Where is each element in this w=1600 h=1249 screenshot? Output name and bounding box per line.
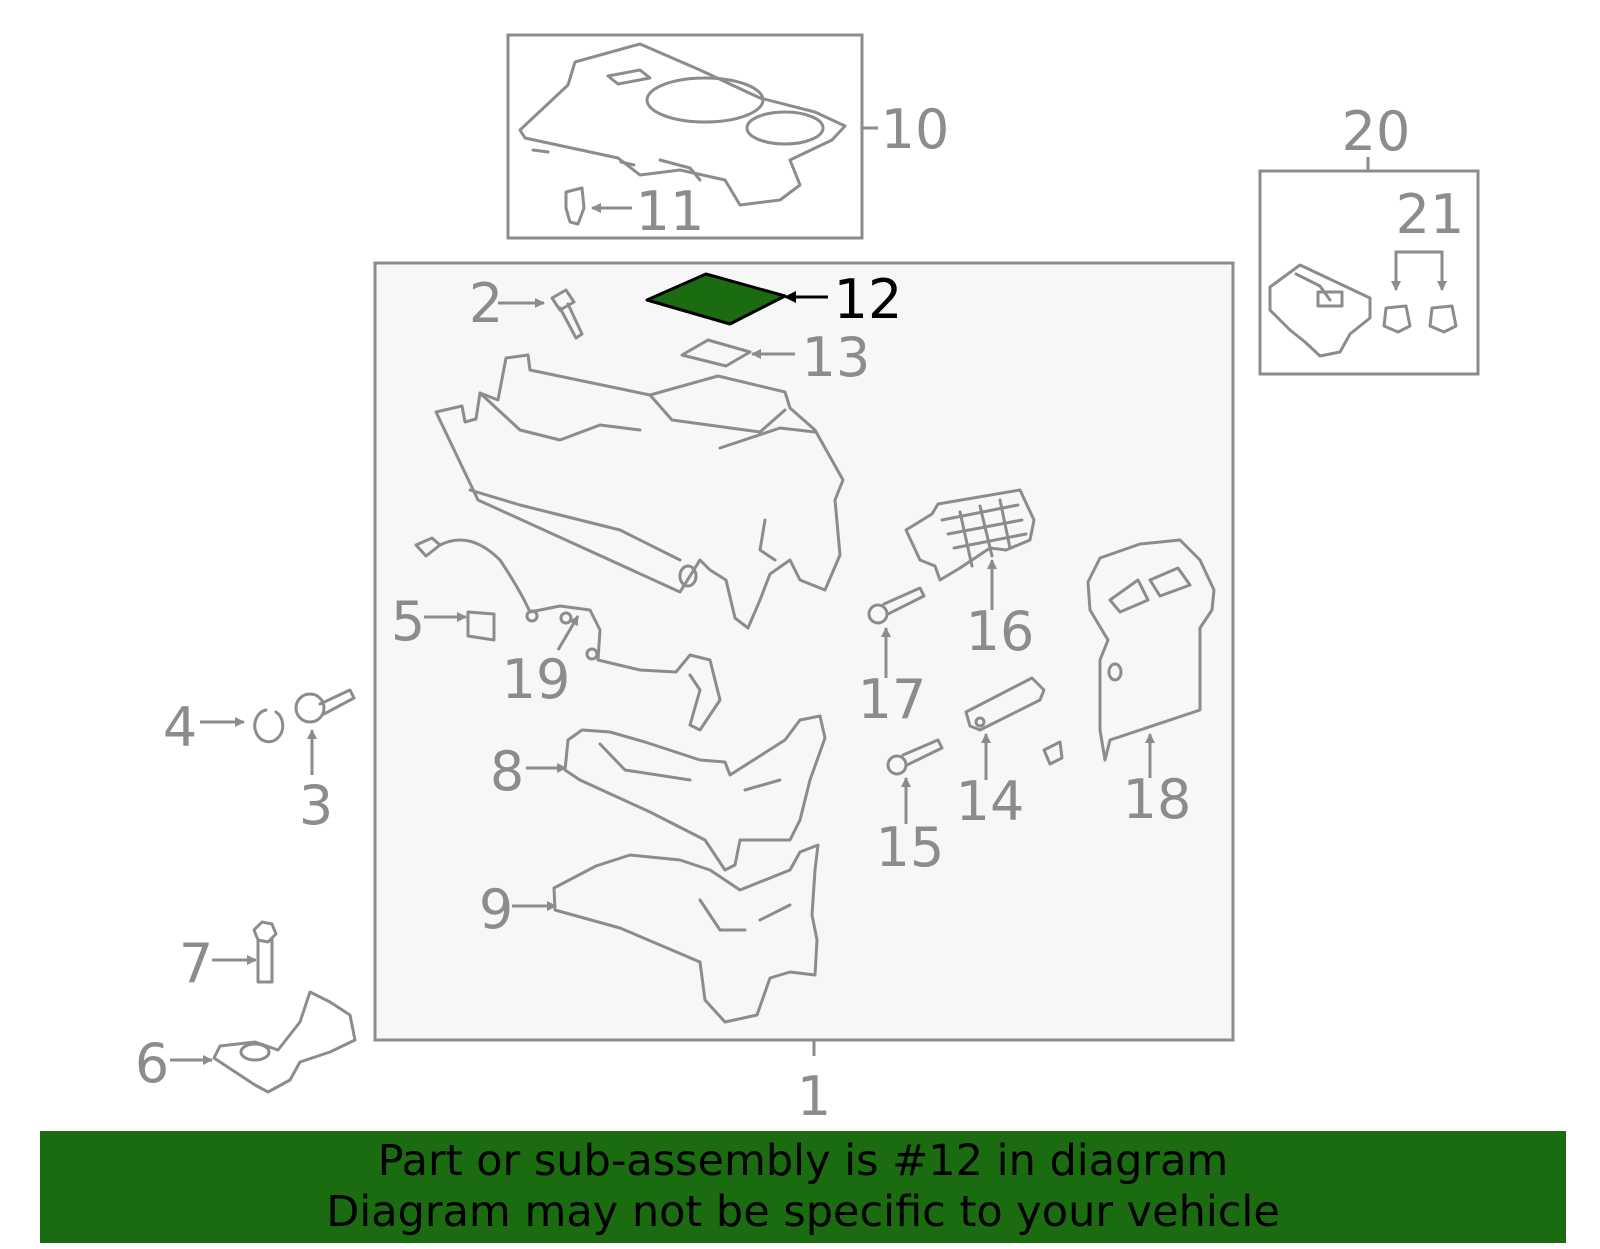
callout-9: 9 [479,878,513,941]
screw-part-17 [867,586,926,625]
callout-4: 4 [163,696,197,759]
part-13 [680,338,752,368]
callout-8: 8 [490,740,524,803]
clip-part-3 [294,688,356,724]
assembly-frame [373,261,1235,1042]
callout-1: 1 [797,1065,831,1128]
console-body [434,353,845,630]
ring-part-4 [253,708,285,744]
info-banner: Part or sub-assembly is #12 in diagram D… [40,1131,1566,1243]
rear-panel-part-18 [1086,538,1216,762]
callout-17: 17 [858,668,927,731]
callout-2: 2 [469,272,503,335]
switch-part-14 [964,676,1064,766]
callout-7: 7 [179,932,213,995]
callout-16: 16 [966,600,1035,663]
bolt-part-7 [252,920,278,984]
callout-20: 20 [1342,100,1411,163]
callout-19: 19 [502,648,571,711]
callout-14: 14 [956,770,1025,833]
clip-part-11 [564,186,586,226]
banner-line-1: Part or sub-assembly is #12 in diagram [377,1136,1229,1186]
banner-line-2: Diagram may not be specific to your vehi… [326,1187,1280,1237]
callout-12: 12 [834,268,903,331]
part-5 [466,610,496,642]
cupholder-part [518,42,847,207]
callout-11: 11 [636,180,705,243]
callout-18: 18 [1123,768,1192,831]
wiring-part-19 [414,536,722,732]
callout-10: 10 [881,98,950,161]
cupholder-frame [506,33,864,240]
callout-5: 5 [391,590,425,653]
tray-part-8 [563,714,827,872]
callout-3: 3 [299,774,333,837]
callout-21: 21 [1396,183,1465,246]
screw-part-2 [550,288,584,340]
clip-part-21 [1382,304,1458,334]
screw-part-15 [886,738,944,776]
callout-13: 13 [802,326,871,389]
bracket-part-6 [212,990,357,1094]
callout-6: 6 [135,1032,169,1095]
callout-15: 15 [876,816,945,879]
vent-part-16 [904,488,1036,582]
tray-part-9 [552,843,820,1024]
switch-part-20 [1268,263,1372,358]
